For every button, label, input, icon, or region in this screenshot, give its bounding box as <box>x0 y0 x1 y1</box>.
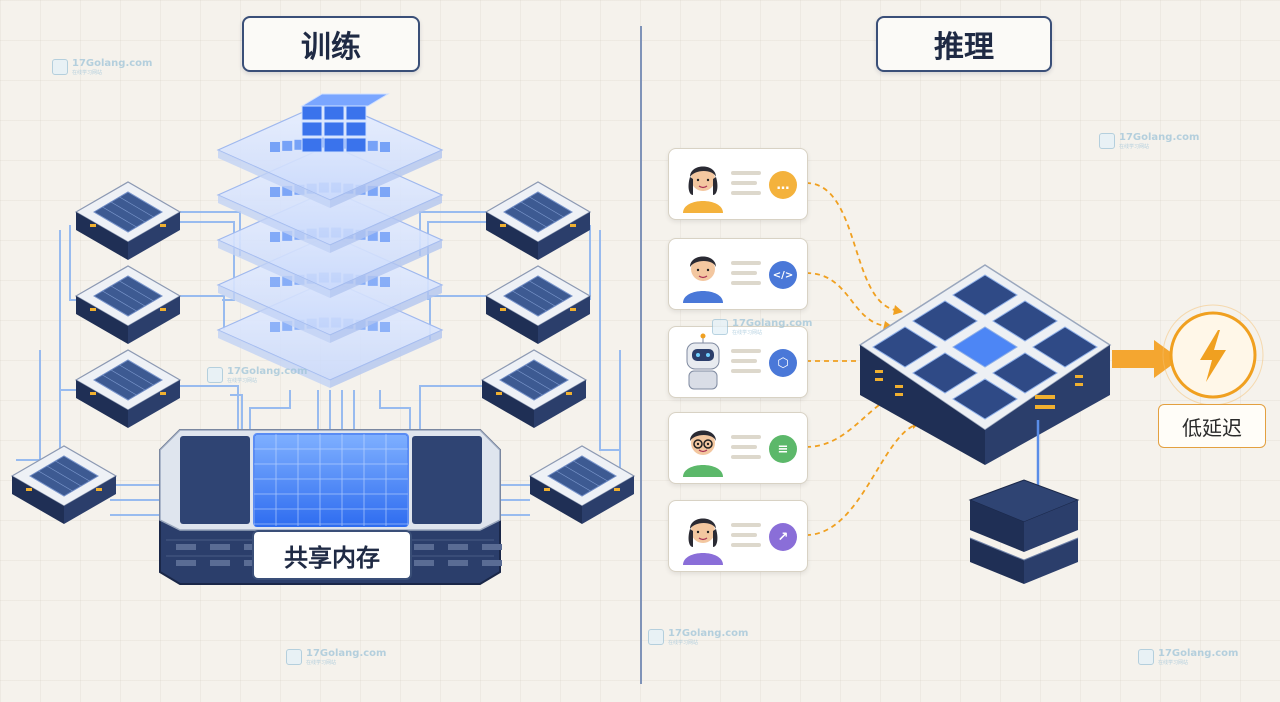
chip-node <box>480 349 588 428</box>
watermark-icon <box>1138 649 1154 665</box>
watermark-icon <box>648 629 664 645</box>
robot-avatar-icon <box>686 333 720 390</box>
low-latency-label: 低延迟 <box>1158 404 1266 448</box>
watermark-icon <box>1099 133 1115 149</box>
document-icon: ≡ <box>769 435 797 463</box>
chip-node <box>74 181 182 260</box>
user-request-card: ⬡ <box>668 326 808 398</box>
code-icon: </> <box>769 261 797 289</box>
shared-memory-module <box>159 429 502 585</box>
text-line-placeholder <box>731 445 757 449</box>
training-diagram <box>10 93 636 585</box>
user-request-card: … <box>668 148 808 220</box>
shared-memory-label: 共享内存 <box>252 530 412 580</box>
watermark-icon <box>712 319 728 335</box>
user-request-card: </> <box>668 238 808 310</box>
tensor-cube <box>300 93 390 153</box>
chip-node <box>74 265 182 344</box>
text-line-placeholder <box>731 281 761 285</box>
text-line-placeholder <box>731 359 757 363</box>
text-line-placeholder <box>731 181 757 185</box>
glasses-man-avatar-icon <box>683 430 723 477</box>
text-line-placeholder <box>731 533 757 537</box>
chat-icon: … <box>769 171 797 199</box>
section-divider <box>640 26 642 684</box>
user-request-card: ≡ <box>668 412 808 484</box>
user-request-card: ↗ <box>668 500 808 572</box>
chip-node <box>484 265 592 344</box>
text-line-placeholder <box>731 455 761 459</box>
text-line-placeholder <box>731 543 761 547</box>
text-line-placeholder <box>731 369 761 373</box>
text-line-placeholder <box>731 271 757 275</box>
text-line-placeholder <box>731 523 761 527</box>
chart-icon: ↗ <box>769 523 797 551</box>
text-line-placeholder <box>731 435 761 439</box>
text-line-placeholder <box>731 191 761 195</box>
man-avatar-icon <box>683 256 723 303</box>
woman-avatar-icon <box>683 166 723 213</box>
training-title: 训练 <box>242 16 420 72</box>
woman-purple-avatar-icon <box>683 518 723 565</box>
text-line-placeholder <box>731 349 761 353</box>
chip-node <box>528 445 636 524</box>
watermark-icon <box>286 649 302 665</box>
watermark-icon <box>52 59 68 75</box>
chip-node <box>10 445 118 524</box>
chip-node <box>74 349 182 428</box>
training-chip-nodes <box>10 181 636 524</box>
text-line-placeholder <box>731 171 761 175</box>
text-line-placeholder <box>731 261 761 265</box>
watermark-icon <box>207 367 223 383</box>
training-layer-stack <box>216 93 444 388</box>
inference-title: 推理 <box>876 16 1052 72</box>
chip-node <box>484 181 592 260</box>
cube-icon: ⬡ <box>769 349 797 377</box>
